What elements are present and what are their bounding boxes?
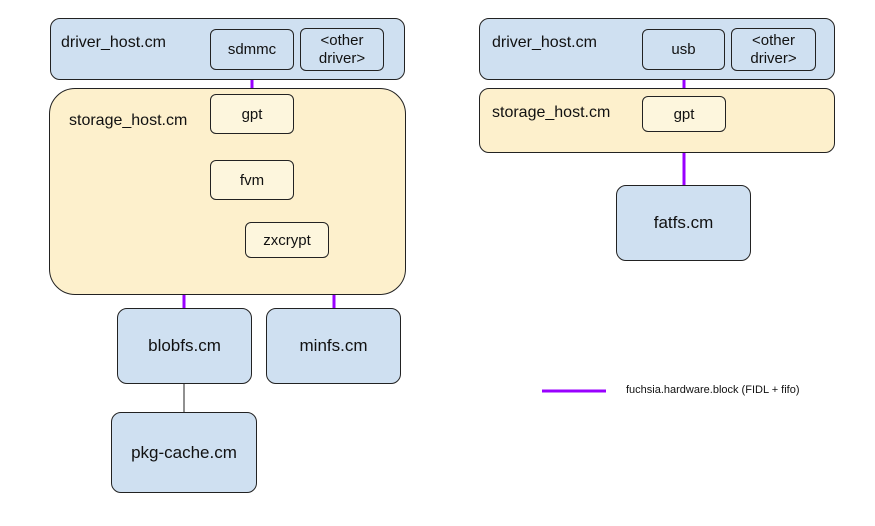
right-other-driver-line1: <other	[752, 31, 795, 49]
minfs-label: minfs.cm	[299, 336, 368, 355]
fatfs-label: fatfs.cm	[653, 213, 714, 232]
usb-label: usb	[671, 41, 696, 58]
pkg-cache-label: pkg-cache.cm	[131, 442, 237, 462]
blobfs-node: blobfs.cm	[117, 308, 252, 384]
sdmmc-node: sdmmc	[210, 29, 294, 70]
usb-node: usb	[642, 29, 725, 70]
zxcrypt-label: zxcrypt	[263, 231, 311, 249]
zxcrypt-node: zxcrypt	[245, 222, 329, 258]
left-gpt-label: gpt	[241, 105, 263, 123]
sdmmc-label: sdmmc	[227, 41, 277, 58]
right-other-driver-line2: driver>	[750, 49, 797, 67]
fvm-node: fvm	[210, 160, 294, 200]
fatfs-node: fatfs.cm	[616, 185, 751, 261]
right-other-driver-node: <other driver>	[731, 28, 816, 71]
left-storage-host-title: storage_host.cm	[69, 112, 188, 129]
legend-label: fuchsia.hardware.block (FIDL + fifo)	[626, 384, 800, 396]
blobfs-label: blobfs.cm	[148, 336, 221, 355]
left-other-driver-node: <other driver>	[300, 28, 384, 71]
left-driver-host-title: driver_host.cm	[61, 34, 166, 51]
minfs-node: minfs.cm	[266, 308, 401, 384]
pkg-cache-node: pkg-cache.cm	[111, 412, 257, 493]
left-gpt-node: gpt	[210, 94, 294, 134]
right-gpt-label: gpt	[673, 105, 695, 123]
right-driver-host-title: driver_host.cm	[492, 34, 597, 51]
fvm-label: fvm	[239, 171, 265, 189]
right-gpt-node: gpt	[642, 96, 726, 132]
left-other-driver-line1: <other	[320, 31, 364, 49]
right-storage-host-title: storage_host.cm	[492, 104, 611, 121]
left-other-driver-line2: driver>	[318, 49, 366, 67]
